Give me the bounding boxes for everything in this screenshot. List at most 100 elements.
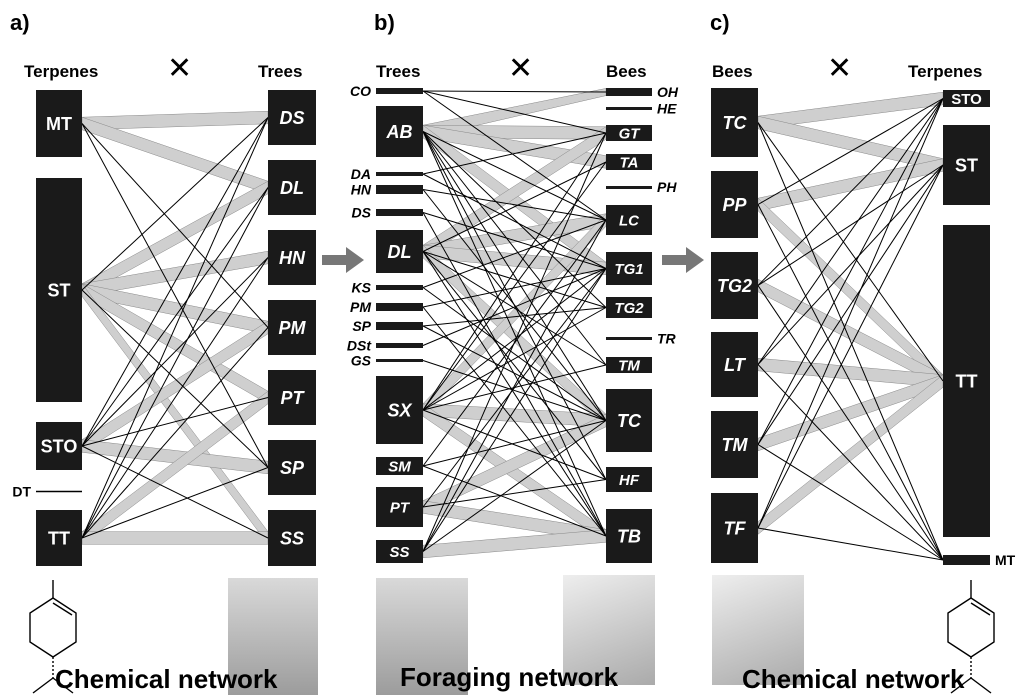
node-label: PH <box>657 179 677 195</box>
node-label: PM <box>279 318 307 338</box>
node-hf: HF <box>606 467 652 492</box>
node-label: LC <box>619 212 640 229</box>
node-label: HN <box>351 182 372 198</box>
node-label: TT <box>956 371 978 391</box>
node-label: OH <box>657 84 679 100</box>
molecule-icon <box>947 580 995 694</box>
node-label: KS <box>352 280 372 296</box>
node-tb: TB <box>606 509 652 563</box>
node-hn: HN <box>268 230 316 285</box>
link-line <box>422 479 607 508</box>
node-dt: DT <box>12 484 82 500</box>
link-line <box>81 445 269 539</box>
tree-photo <box>228 578 318 695</box>
link-line <box>757 164 944 286</box>
link-line <box>422 268 607 508</box>
panel-c-edges <box>757 91 944 561</box>
node-tm: TM <box>606 357 652 374</box>
link-line <box>422 420 607 552</box>
bee-photo <box>712 575 804 685</box>
node-label: ST <box>955 155 978 175</box>
panel-a-left-header: Terpenes <box>24 62 99 81</box>
link-line <box>81 117 269 291</box>
node-ds: DS <box>268 90 316 145</box>
node-gt: GT <box>606 125 652 142</box>
node-label: PT <box>390 499 411 516</box>
node-tt: TT <box>943 225 990 537</box>
node-ss: SS <box>268 510 316 566</box>
link-line <box>81 327 269 539</box>
link-line <box>422 268 607 552</box>
node-label: TG2 <box>614 300 644 317</box>
node-label: HE <box>657 101 677 117</box>
panel-c-cross-icon: ✕ <box>827 52 853 85</box>
arrow-right-icon <box>322 247 364 273</box>
node-tm: TM <box>711 411 758 478</box>
link-line <box>81 117 269 539</box>
panel-c-right-header: Terpenes <box>908 62 983 81</box>
link-line <box>422 307 607 411</box>
panel-b-edges <box>422 88 607 559</box>
node-lt: LT <box>711 332 758 397</box>
link-line <box>81 187 269 539</box>
link-line <box>422 131 607 221</box>
node-label: TT <box>48 528 70 548</box>
link-line <box>757 164 944 529</box>
link-line <box>81 117 269 447</box>
link-line <box>757 98 944 529</box>
link-line <box>422 173 607 269</box>
node-sx: SX <box>376 376 423 444</box>
panel-b-right-header: Bees <box>606 62 647 81</box>
node-label: AB <box>386 122 413 142</box>
node-label: TF <box>724 518 747 538</box>
node-label: SX <box>387 400 412 420</box>
node-label: SP <box>352 318 371 334</box>
link-line <box>422 219 607 552</box>
panel-c-left-header: Bees <box>712 62 753 81</box>
node-label: TM <box>722 435 749 455</box>
node-mt: MT <box>36 90 82 157</box>
node-pm: PM <box>268 300 316 355</box>
link-line <box>422 132 607 411</box>
node-pt: PT <box>376 487 423 527</box>
link-line <box>757 527 944 561</box>
link-line <box>422 251 607 366</box>
panel-a-right-header: Trees <box>258 62 303 81</box>
link-line <box>422 90 607 134</box>
link-line <box>422 132 607 552</box>
link-line <box>422 360 607 421</box>
node-ss: SS <box>376 540 423 563</box>
node-tc: TC <box>711 88 758 157</box>
node-dl: DL <box>268 160 316 215</box>
node-label: GS <box>351 353 372 369</box>
link-band <box>757 197 944 388</box>
node-pp: PP <box>711 171 758 238</box>
node-tt: TT <box>36 510 82 566</box>
link-line <box>757 164 944 445</box>
node-he: HE <box>606 101 677 117</box>
link-line <box>422 131 607 537</box>
node-sp: SP <box>268 440 316 495</box>
link-line <box>422 268 607 346</box>
node-label: SP <box>280 458 305 478</box>
bee-photo <box>563 575 655 685</box>
node-ab: AB <box>376 106 423 157</box>
panel-a-cross-icon: ✕ <box>167 52 193 85</box>
node-label: HN <box>279 248 306 268</box>
node-mt: MT <box>943 552 1016 568</box>
node-label: TM <box>618 357 640 374</box>
link-line <box>422 90 607 221</box>
link-line <box>422 465 607 537</box>
panel-c-label: c) <box>710 10 730 35</box>
panel-a-edges <box>81 110 269 546</box>
node-gs: GS <box>351 353 423 369</box>
link-band <box>81 116 269 195</box>
node-label: TA <box>620 154 639 171</box>
link-band <box>757 158 944 212</box>
node-st: ST <box>943 125 990 205</box>
link-line <box>422 161 607 252</box>
molecule-icon <box>29 580 77 694</box>
node-tg1: TG1 <box>606 252 652 285</box>
link-line <box>757 98 944 205</box>
link-line <box>757 444 944 561</box>
